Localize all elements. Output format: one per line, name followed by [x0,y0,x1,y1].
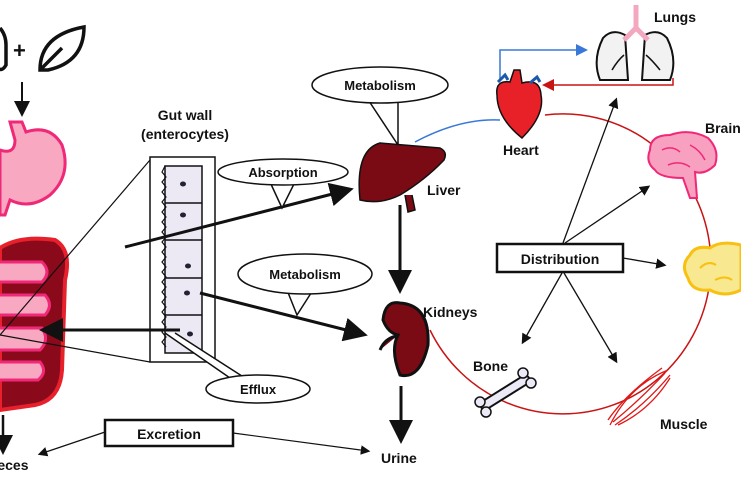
distribution-label: Distribution [521,251,600,267]
absorption-label: Absorption [248,165,317,180]
zoom-line-bottom [0,334,151,363]
excretion-urine-arrow [232,432,371,455]
excretion-label: Excretion [137,426,201,442]
venous-return [414,119,501,143]
kidneys-label: Kidneys [423,304,478,320]
stomach-icon [0,120,67,217]
gut-metabolism-label: Metabolism [269,267,341,282]
intestine-icon [0,236,69,413]
gut-metabolism-callout: Metabolism [237,253,373,317]
pulmonary-vein-arrow [542,78,674,91]
enterocytes-subtitle: (enterocytes) [141,126,229,142]
efflux-label: Efflux [240,382,277,397]
absorption-arrow [124,182,354,249]
liver-icon [358,142,447,213]
heart-icon [496,69,543,140]
pulmonary-artery-arrow [499,44,588,80]
muscle-label: Muscle [660,416,708,432]
muscle-icon [607,367,671,426]
lungs-icon [595,5,675,81]
kidney-icon [378,301,430,378]
liver-label: Liver [427,182,461,198]
urine-label: Urine [381,450,417,466]
faeces-label: Faeces [0,457,29,473]
lungs-label: Lungs [654,9,696,25]
distribution-arrows [521,97,667,364]
zoom-line-top [0,159,151,336]
liver-metabolism-label: Metabolism [344,78,416,93]
plus-sign: + [13,38,26,63]
gut-metabolism-arrow [199,291,368,342]
heart-label: Heart [503,142,539,158]
excretion-faeces-arrow [37,431,106,457]
bone-icon [474,367,537,418]
food-icon [0,24,86,72]
efflux-callout: Efflux [164,332,311,404]
adipose-icon [683,241,741,296]
brain-icon [647,131,718,199]
enterocyte-column [149,156,216,363]
liver-metabolism-callout: Metabolism [311,66,449,148]
brain-label: Brain [705,120,741,136]
absorption-callout: Absorption [217,158,349,210]
gut-wall-title: Gut wall [158,107,212,123]
bone-label: Bone [473,358,508,374]
distribution-box [495,242,625,274]
